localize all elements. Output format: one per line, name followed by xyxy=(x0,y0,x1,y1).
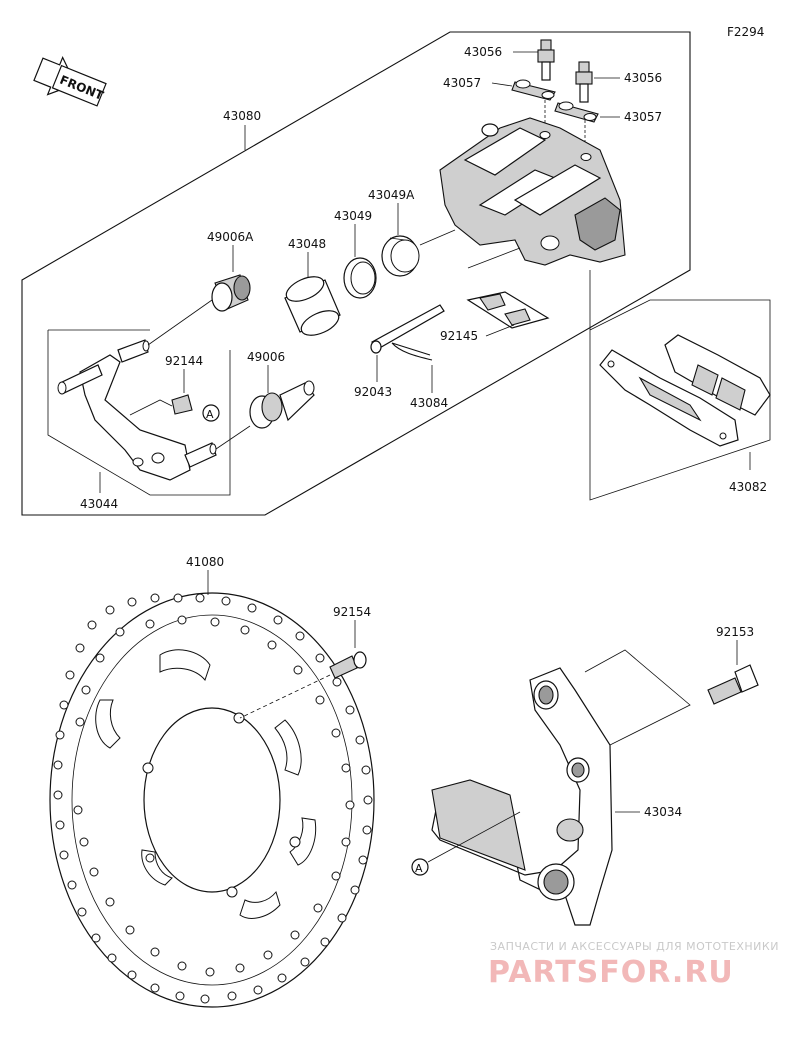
bleeder-cap-left xyxy=(511,79,556,101)
label-43044: 43044 xyxy=(80,497,118,511)
watermark-brand: PARTSFOR.RU xyxy=(488,955,734,990)
bleeder-valve-left xyxy=(537,39,555,81)
label-43049a: 43049A xyxy=(368,188,415,202)
label-92043: 92043 xyxy=(354,385,392,399)
label-92145: 92145 xyxy=(440,329,478,343)
caliper-assembly-box xyxy=(21,31,691,516)
bleeder-valve-right xyxy=(575,61,593,103)
callout-a-upper xyxy=(202,404,220,422)
retaining-clip-43084 xyxy=(391,342,433,361)
caliper-body xyxy=(439,117,626,266)
label-49006a: 49006A xyxy=(207,230,254,244)
callout-a-lower xyxy=(411,858,429,876)
label-43049: 43049 xyxy=(334,209,372,223)
watermark-tagline: ЗАПЧАСТИ И АКСЕССУАРЫ ДЛЯ МОТОТЕХНИКИ xyxy=(490,940,779,953)
front-arrow-icon: FRONT xyxy=(33,55,107,107)
label-43056-right: 43056 xyxy=(624,71,662,85)
label-43056-left: 43056 xyxy=(464,45,502,59)
label-43034: 43034 xyxy=(644,805,682,819)
boot-49006 xyxy=(249,380,315,429)
callout-a-lower-label: A xyxy=(415,862,423,875)
pad-subassembly-box xyxy=(589,270,771,501)
anti-rattle-spring-92145 xyxy=(466,291,550,329)
label-43057-right: 43057 xyxy=(624,110,662,124)
label-43080: 43080 xyxy=(223,109,261,123)
boot-49006a xyxy=(211,274,251,312)
caliper-mount-bracket-43034 xyxy=(431,667,613,926)
label-43057-left: 43057 xyxy=(443,76,481,90)
dust-seal-43049 xyxy=(343,257,377,299)
label-92153: 92153 xyxy=(716,625,754,639)
bracket-bolt-92153 xyxy=(707,664,759,705)
brake-pads-43082 xyxy=(599,334,771,447)
figure-code: F2294 xyxy=(727,25,764,39)
piston-43048 xyxy=(284,276,341,336)
piston-seal-43049a xyxy=(381,235,420,277)
pad-pin-92043 xyxy=(370,304,445,354)
bracket-subassembly-box xyxy=(47,330,231,496)
disc-bolt-92154 xyxy=(329,651,367,679)
brake-disc-41080 xyxy=(49,592,375,1008)
callout-a-upper-label: A xyxy=(206,408,214,421)
label-92154: 92154 xyxy=(333,605,371,619)
label-41080: 41080 xyxy=(186,555,224,569)
label-49006: 49006 xyxy=(247,350,285,364)
label-43084: 43084 xyxy=(410,396,448,410)
caliper-bracket-43044 xyxy=(57,339,217,481)
pad-spring-92144 xyxy=(171,394,193,415)
bleeder-cap-right xyxy=(554,101,599,123)
label-43048: 43048 xyxy=(288,237,326,251)
label-43082: 43082 xyxy=(729,480,767,494)
label-92144: 92144 xyxy=(165,354,203,368)
